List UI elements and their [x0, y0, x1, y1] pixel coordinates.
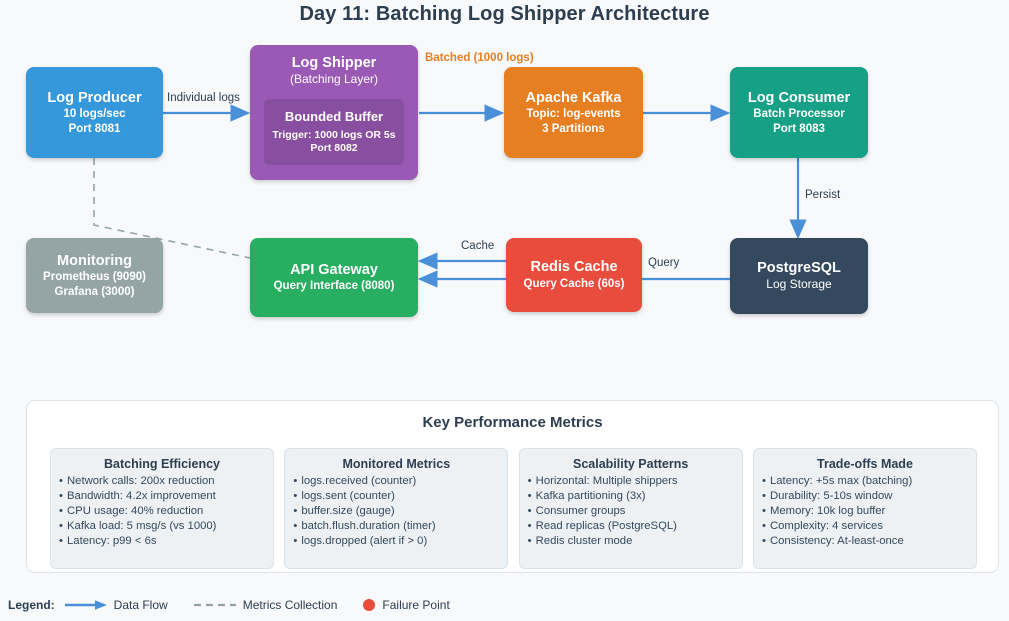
legend-label: Metrics Collection [242, 598, 338, 612]
inner-title: Bounded Buffer [284, 108, 384, 124]
list-item: logs.sent (counter) [291, 489, 501, 504]
list-item: Latency: p99 < 6s [57, 534, 267, 549]
list-item: Horizontal: Multiple shippers [526, 474, 736, 489]
node-subtitle: Grafana (3000) [54, 285, 135, 298]
node-log-consumer[interactable]: Log Consumer Batch Processor Port 8083 [730, 67, 868, 158]
metrics-card-list: Batching Efficiency Network calls: 200x … [50, 448, 977, 569]
node-subtitle: Query Cache (60s) [523, 277, 625, 290]
metrics-card-items: Horizontal: Multiple shippers Kafka part… [526, 474, 736, 549]
list-item: logs.dropped (alert if > 0) [291, 534, 501, 549]
list-item: Complexity: 4 services [760, 519, 970, 534]
list-item: logs.received (counter) [291, 474, 501, 489]
edge-label-query: Query [648, 257, 680, 269]
legend-label: Failure Point [382, 598, 450, 612]
node-subtitle: (Batching Layer) [289, 72, 379, 87]
metrics-panel: Key Performance Metrics Batching Efficie… [26, 400, 999, 573]
list-item: buffer.size (gauge) [291, 504, 501, 519]
legend-title: Legend: [8, 598, 55, 612]
metrics-card-heading: Monitored Metrics [342, 457, 451, 471]
list-item: Kafka partitioning (3x) [526, 489, 736, 504]
metrics-card-items: Latency: +5s max (batching) Durability: … [760, 474, 970, 549]
circle-dot-icon [363, 599, 376, 611]
edge-label-individual-logs: Individual logs [167, 92, 240, 104]
list-item: Consumer groups [526, 504, 736, 519]
metrics-card-heading: Trade-offs Made [817, 457, 913, 471]
list-item: Consistency: At-least-once [760, 534, 970, 549]
inner-subtitle: Trigger: 1000 logs OR 5s [272, 128, 396, 141]
edge-label-persist: Persist [805, 189, 841, 201]
node-subtitle: 10 logs/sec [63, 107, 126, 120]
metrics-card-heading: Scalability Patterns [572, 457, 689, 471]
node-title: Apache Kafka [525, 89, 622, 106]
metrics-card: Trade-offs Made Latency: +5s max (batchi… [752, 448, 977, 569]
list-item: Bandwidth: 4.2x improvement [57, 489, 267, 504]
metrics-card: Scalability Patterns Horizontal: Multipl… [518, 448, 743, 569]
node-log-producer[interactable]: Log Producer 10 logs/sec Port 8081 [26, 67, 163, 158]
metrics-panel-title: Key Performance Metrics [422, 414, 603, 431]
node-title: PostgreSQL [757, 260, 841, 277]
node-title: Log Producer [47, 89, 142, 106]
legend-label: Data Flow [113, 598, 168, 612]
node-bounded-buffer[interactable]: Bounded Buffer Trigger: 1000 logs OR 5s … [264, 99, 404, 165]
list-item: Redis cluster mode [526, 534, 736, 549]
node-subtitle: Port 8081 [68, 122, 121, 135]
page-title: Day 11: Batching Log Shipper Architectur… [299, 3, 710, 25]
legend-item-metrics-collection: Metrics Collection [193, 598, 338, 612]
list-item: Latency: +5s max (batching) [760, 474, 970, 489]
node-apache-kafka[interactable]: Apache Kafka Topic: log-events 3 Partiti… [504, 67, 643, 158]
list-item: Network calls: 200x reduction [57, 474, 267, 489]
node-subtitle: 3 Partitions [542, 122, 605, 135]
legend-item-failure-point: Failure Point [363, 598, 450, 612]
node-title: API Gateway [290, 261, 378, 278]
node-subtitle: Prometheus (9090) [43, 270, 146, 283]
list-item: Memory: 10k log buffer [760, 504, 970, 519]
list-item: Durability: 5-10s window [760, 489, 970, 504]
inner-subtitle: Port 8082 [310, 141, 358, 154]
node-subtitle: Topic: log-events [526, 107, 621, 120]
dashed-line-icon [193, 603, 236, 607]
edge-label-batched: Batched (1000 logs) [425, 52, 534, 64]
node-log-shipper[interactable]: Log Shipper (Batching Layer) Bounded Buf… [250, 45, 418, 180]
node-subtitle: Batch Processor [753, 107, 845, 120]
metrics-card: Batching Efficiency Network calls: 200x … [50, 448, 274, 569]
node-redis-cache[interactable]: Redis Cache Query Cache (60s) [506, 238, 642, 312]
node-subtitle: Port 8083 [773, 122, 825, 135]
node-title: Log Shipper [291, 55, 377, 71]
legend-item-data-flow: Data Flow [64, 598, 168, 612]
list-item: Kafka load: 5 msg/s (vs 1000) [57, 519, 267, 534]
list-item: CPU usage: 40% reduction [57, 504, 267, 519]
node-subtitle: Log Storage [766, 277, 832, 292]
metrics-card-items: logs.received (counter) logs.sent (count… [291, 474, 501, 549]
metrics-card-heading: Batching Efficiency [104, 457, 220, 471]
node-title: Monitoring [57, 252, 132, 269]
node-api-gateway[interactable]: API Gateway Query Interface (8080) [250, 238, 418, 317]
node-title: Redis Cache [530, 259, 618, 276]
node-postgresql[interactable]: PostgreSQL Log Storage [730, 238, 868, 314]
arrow-right-icon [64, 600, 107, 610]
legend: Legend: Data Flow Metrics Collection Fai… [8, 598, 476, 612]
node-monitoring[interactable]: Monitoring Prometheus (9090) Grafana (30… [26, 238, 163, 313]
node-subtitle: Query Interface (8080) [273, 280, 395, 293]
metrics-card-items: Network calls: 200x reduction Bandwidth:… [57, 474, 267, 549]
list-item: batch.flush.duration (timer) [291, 519, 501, 534]
list-item: Read replicas (PostgreSQL) [526, 519, 736, 534]
node-title: Log Consumer [747, 89, 851, 106]
metrics-card: Monitored Metrics logs.received (counter… [284, 448, 509, 569]
edge-label-cache: Cache [461, 240, 495, 252]
